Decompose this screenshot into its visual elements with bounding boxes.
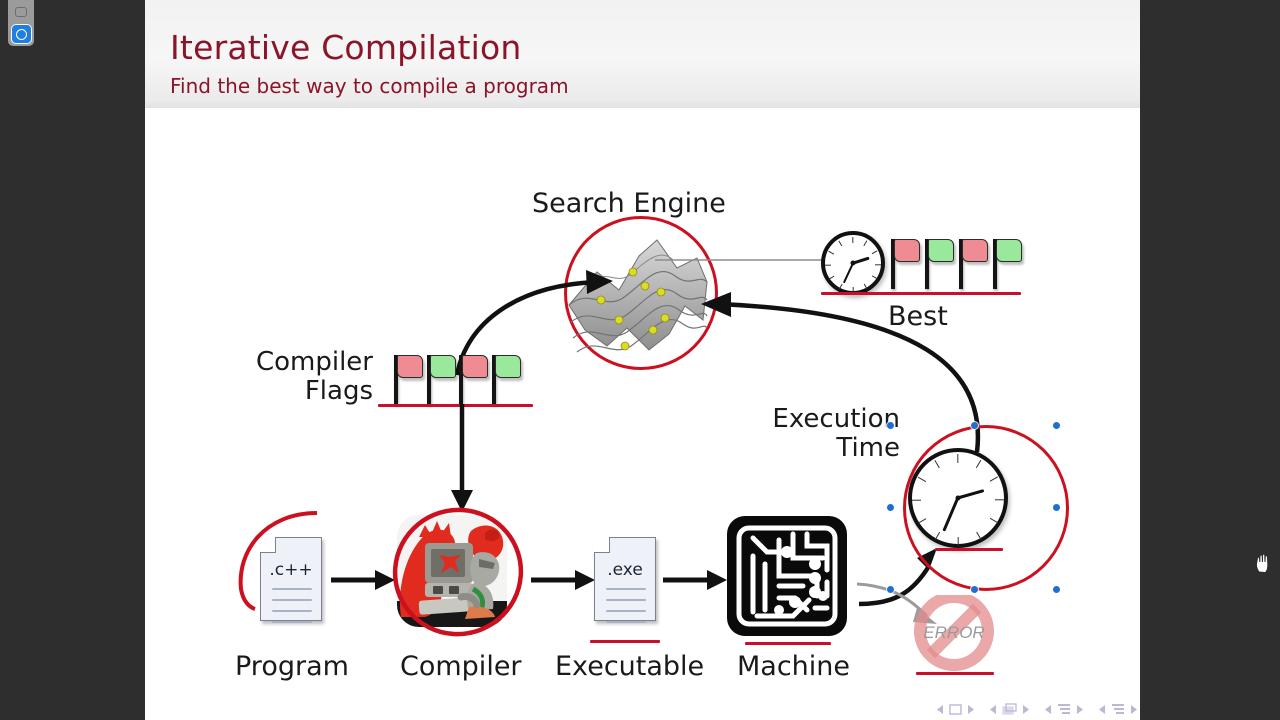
single-slide-icon[interactable] <box>949 703 962 715</box>
prev-deck-arrow[interactable] <box>990 704 997 714</box>
flag-red-2 <box>959 239 989 289</box>
arrow-exectime-to-search <box>701 292 981 453</box>
rectangle-shape-tool-button[interactable] <box>10 2 32 22</box>
compiler-flags-underline <box>378 404 533 407</box>
error-underline <box>916 672 994 675</box>
label-compiler: Compiler <box>400 651 522 682</box>
nav-group-slide[interactable] <box>937 703 974 715</box>
best-flags-group <box>891 237 1023 289</box>
arrow-compiler-to-executable <box>531 570 595 590</box>
selection-handle-n[interactable] <box>971 422 978 429</box>
prev-item-arrow[interactable] <box>1099 704 1106 714</box>
compiler-flags-group <box>394 353 529 405</box>
selection-handle-e[interactable] <box>1053 504 1060 511</box>
error-badge-text: ERROR <box>923 623 984 642</box>
handdrawn-red-arc-annotation <box>238 511 318 611</box>
rounded-rect-shape-icon <box>15 7 27 17</box>
next-section-arrow[interactable] <box>1076 704 1083 714</box>
executable-underline <box>590 640 660 643</box>
arrow-search-to-best <box>655 254 841 266</box>
slide-canvas[interactable]: Iterative Compilation Find the best way … <box>145 0 1140 720</box>
flag-green-2 <box>492 355 522 405</box>
grab-hand-cursor <box>1255 553 1269 574</box>
page-fold-corner-icon <box>260 537 276 553</box>
outline-list-icon[interactable] <box>1057 703 1071 715</box>
search-space-surface-plot <box>568 239 708 353</box>
program-file-icon: .c++ <box>260 537 322 623</box>
flag-red-1 <box>394 355 424 405</box>
label-best: Best <box>888 301 948 332</box>
page-subtitle: Find the best way to compile a program <box>170 74 569 98</box>
selection-handle-se[interactable] <box>1053 586 1060 593</box>
prev-section-arrow[interactable] <box>1045 704 1052 714</box>
arrow-flags-to-compiler <box>451 404 473 512</box>
page-fold-corner-icon <box>594 537 610 553</box>
annotation-tool-palette[interactable] <box>8 0 34 46</box>
selection-handle-nw[interactable] <box>887 422 894 429</box>
selection-handle-sw[interactable] <box>887 586 894 593</box>
prev-slide-arrow[interactable] <box>937 704 944 714</box>
next-deck-arrow[interactable] <box>1022 704 1029 714</box>
error-badge-icon: ERROR <box>914 595 994 671</box>
label-search-engine: Search Engine <box>532 188 726 219</box>
label-machine: Machine <box>737 651 851 682</box>
ellipse-shape-tool-button[interactable] <box>10 24 32 44</box>
machine-underline <box>745 642 831 645</box>
label-executable: Executable <box>555 651 705 682</box>
search-engine-circle-annotation <box>564 216 718 370</box>
ellipse-shape-icon <box>15 28 27 40</box>
label-compiler-flags: Compiler Flags <box>255 347 373 407</box>
flag-green-1 <box>427 355 457 405</box>
best-group-underline <box>821 292 1021 295</box>
selection-handle-w[interactable] <box>887 504 894 511</box>
arrow-program-to-compiler <box>331 570 395 590</box>
slide-header <box>145 0 1140 108</box>
selected-red-ellipse-annotation[interactable] <box>903 425 1069 591</box>
machine-chip-icon <box>727 516 847 636</box>
page-title: Iterative Compilation <box>170 28 522 67</box>
selection-handle-ne[interactable] <box>1053 422 1060 429</box>
next-slide-arrow[interactable] <box>967 704 974 714</box>
flag-green-1 <box>925 239 955 289</box>
presentation-nav-toolbar[interactable] <box>290 698 1140 720</box>
compiler-ellipse-annotation <box>392 507 524 637</box>
arrow-executable-to-machine <box>663 570 727 590</box>
compiler-knight-dragon-icon <box>397 515 507 627</box>
nav-group-item[interactable] <box>1099 703 1137 715</box>
nav-group-deck[interactable] <box>990 703 1029 715</box>
outline-list-icon[interactable] <box>1111 703 1125 715</box>
label-program: Program <box>235 651 349 682</box>
executable-file-icon: .exe <box>594 537 656 623</box>
slide-stack-icon[interactable] <box>1002 703 1017 715</box>
flag-green-2 <box>993 239 1023 289</box>
flag-red-1 <box>891 239 921 289</box>
nav-group-section[interactable] <box>1045 703 1083 715</box>
selection-handle-s[interactable] <box>971 586 978 593</box>
label-execution-time: Execution Time <box>772 404 900 464</box>
next-item-arrow[interactable] <box>1130 704 1137 714</box>
flag-red-2 <box>459 355 489 405</box>
search-sample-points <box>596 267 670 351</box>
